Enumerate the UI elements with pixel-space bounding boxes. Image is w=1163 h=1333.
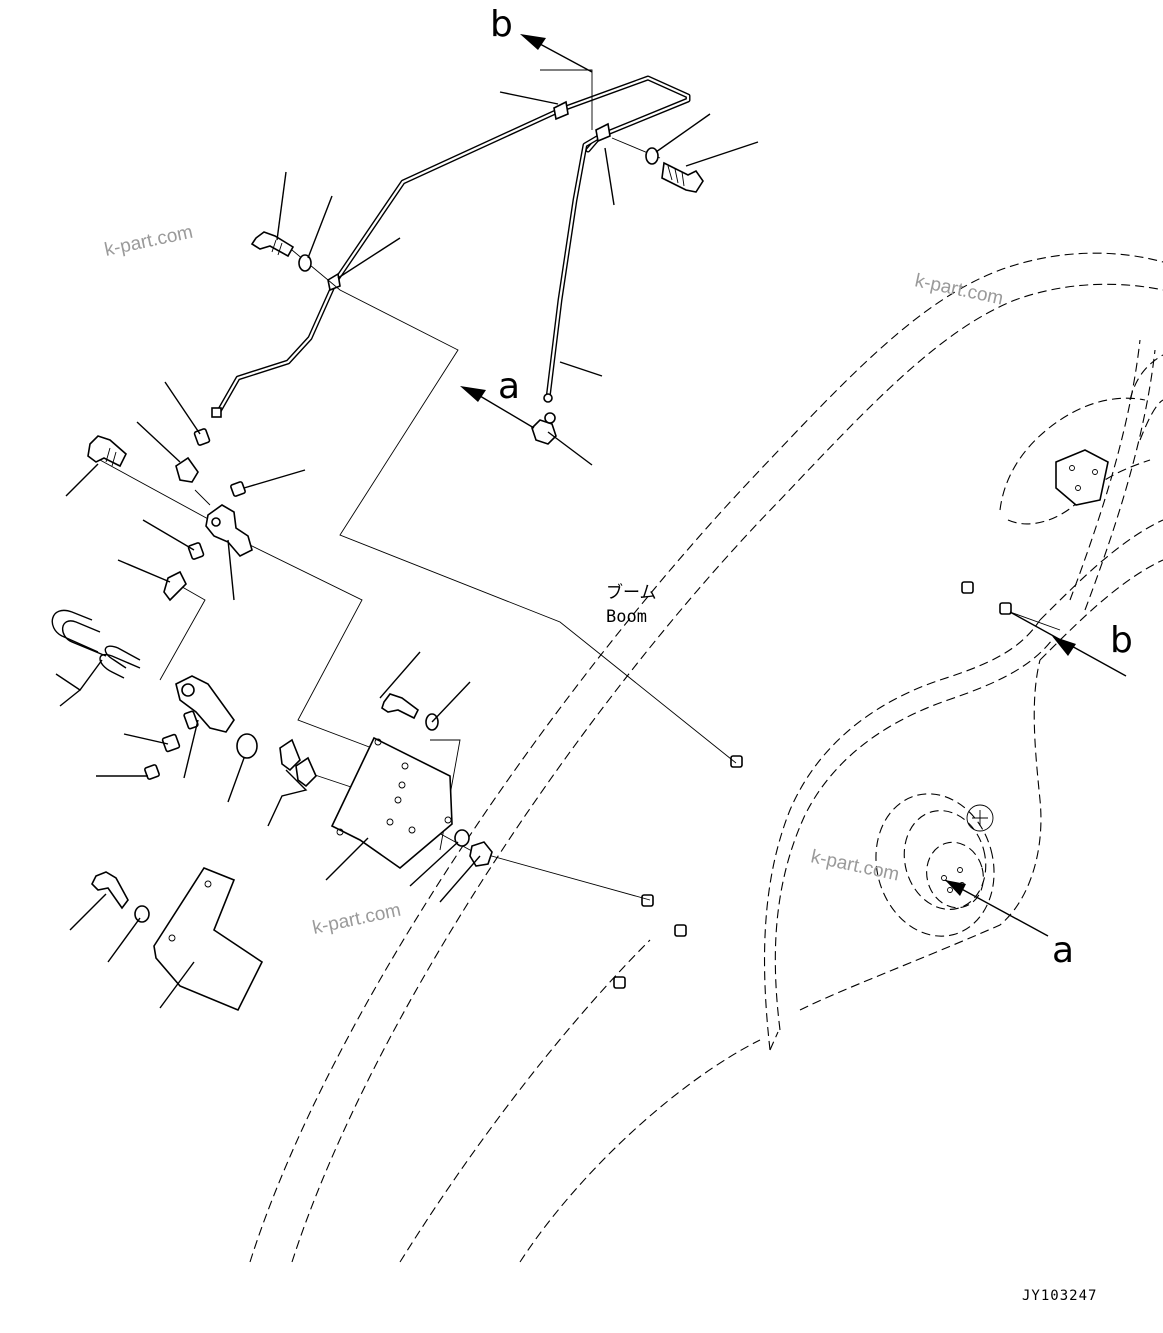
view-label-b-right: b — [1110, 620, 1133, 661]
washer-top-right — [645, 147, 659, 165]
leader-lines — [55, 91, 1049, 1009]
cylinder-bracket — [175, 675, 235, 733]
guard-washer — [134, 905, 150, 923]
guard-plate — [153, 867, 264, 1012]
view-label-b-top: b — [490, 4, 513, 45]
fitting-g — [144, 764, 160, 780]
view-label-a-right: a — [1052, 930, 1074, 971]
view-label-a-top: a — [498, 366, 520, 407]
fitting-c — [230, 481, 246, 497]
grease-tube-long — [215, 75, 691, 416]
watermark: k-part.com — [809, 846, 901, 885]
plate-nut — [469, 841, 493, 867]
view-arrow-b-right — [1009, 611, 1127, 677]
plate-bolt — [381, 693, 420, 720]
fitting-a — [193, 428, 211, 446]
grease-tube-short — [543, 132, 605, 403]
view-arrow-a-right — [945, 880, 966, 896]
tube-clips — [211, 100, 611, 418]
plate-washer-bottom — [454, 829, 470, 847]
watermark: k-part.com — [311, 900, 403, 939]
view-arrow-b-top — [520, 34, 593, 73]
mounting-plate — [330, 736, 453, 870]
washer-top-left — [298, 254, 312, 272]
fitting-b — [175, 456, 199, 483]
boom-label-english: Boom — [606, 607, 647, 627]
bolt-top-right — [661, 161, 704, 193]
u-bolt-1 — [51, 609, 107, 657]
boom-weld-nuts — [613, 581, 1012, 989]
boom-label-japanese: ブーム — [606, 582, 657, 603]
swivel-joint — [205, 504, 253, 557]
guard-bolt — [91, 871, 129, 910]
fitting-h — [183, 710, 199, 730]
fitting-e — [163, 570, 187, 602]
assembly-center-lines — [99, 69, 1061, 901]
grease-fitting-a — [531, 412, 557, 445]
watermark: k-part.com — [913, 270, 1005, 309]
collar — [236, 733, 258, 759]
fitting-d — [187, 542, 205, 560]
view-arrow-a-top — [460, 386, 535, 429]
watermark: k-part.com — [103, 222, 195, 261]
bolt-top-left — [250, 231, 295, 258]
clamp — [279, 738, 317, 788]
u-bolt-2 — [99, 645, 141, 679]
drawing-code: JY103247 — [1022, 1288, 1097, 1304]
flange-bolt-left — [87, 435, 127, 468]
fitting-f — [161, 733, 181, 753]
